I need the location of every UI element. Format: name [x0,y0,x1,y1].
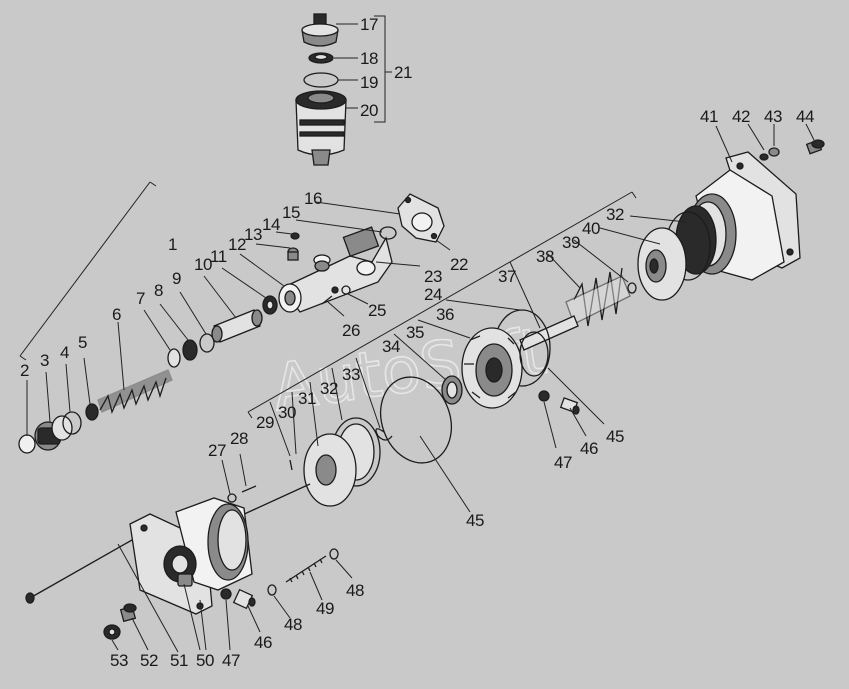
part-labels: 1 2 3 4 5 6 7 8 9 10 11 12 13 14 15 16 1… [20,15,814,670]
label-15: 15 [282,203,300,222]
label-30: 30 [278,403,296,422]
label-45-left: 45 [466,511,484,530]
label-24: 24 [424,285,442,304]
label-18: 18 [360,49,378,68]
label-47-right: 47 [554,453,572,472]
part-spring-6 [97,369,173,414]
label-50: 50 [196,651,214,670]
part-gear-plate [461,327,523,409]
label-20: 20 [360,101,378,120]
label-2: 2 [20,361,29,380]
label-52: 52 [140,651,158,670]
label-27: 27 [208,441,226,460]
label-9: 9 [172,269,181,288]
label-1: 1 [168,235,177,254]
label-5: 5 [78,333,87,352]
label-6: 6 [112,305,121,324]
reservoir-assembly [295,13,392,166]
label-33: 33 [342,365,360,384]
label-28: 28 [230,429,248,448]
label-42: 42 [732,107,750,126]
part-end-cap [34,415,73,451]
label-8: 8 [154,281,163,300]
label-23: 23 [424,267,442,286]
label-3: 3 [40,351,49,370]
label-25: 25 [368,301,386,320]
label-39: 39 [562,233,580,252]
label-32-right: 32 [606,205,624,224]
piston-assembly [221,191,711,517]
label-10: 10 [194,255,212,274]
label-29: 29 [256,413,274,432]
label-13: 13 [244,225,262,244]
part-valve-housing [278,226,393,313]
part-ring-19 [303,72,339,88]
label-12: 12 [228,235,246,254]
label-32-left: 32 [320,379,338,398]
label-34: 34 [382,337,400,356]
part-flange-gasket [397,193,445,243]
label-43: 43 [764,107,782,126]
part-cap [301,13,339,47]
label-44: 44 [796,107,814,126]
label-45-right: 45 [606,427,624,446]
label-51: 51 [170,651,188,670]
label-11: 11 [210,247,227,266]
label-49: 49 [316,599,334,618]
label-16: 16 [304,189,322,208]
part-filter-body [295,90,347,166]
label-35: 35 [406,323,424,342]
label-36: 36 [436,305,454,324]
label-40: 40 [582,219,600,238]
label-46-right: 46 [580,439,598,458]
part-sleeve-10 [211,309,263,343]
cylinder-housing-left [25,497,353,653]
label-21: 21 [394,63,412,82]
label-14: 14 [262,215,280,234]
label-4: 4 [60,343,69,362]
label-17: 17 [360,15,378,34]
label-46-left: 46 [254,633,272,652]
cylinder-housing-right [675,123,825,281]
label-41: 41 [700,107,718,126]
label-53: 53 [110,651,128,670]
label-47-left: 47 [222,651,240,670]
label-26: 26 [342,321,360,340]
label-48-left: 48 [284,615,302,634]
label-48-right: 48 [346,581,364,600]
label-22: 22 [450,255,468,274]
label-37: 37 [498,267,516,286]
label-31: 31 [298,389,316,408]
label-7: 7 [136,289,145,308]
label-19: 19 [360,73,378,92]
label-38: 38 [536,247,554,266]
part-piston-disc [637,227,687,301]
valve-assembly [18,181,451,454]
